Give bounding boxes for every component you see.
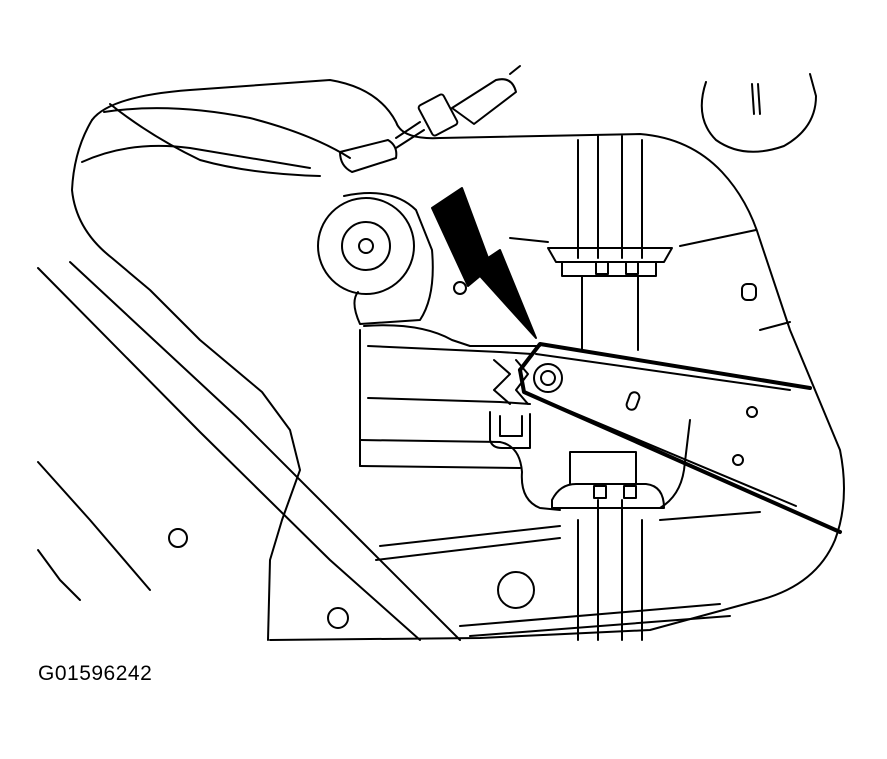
pulley-hub (358, 238, 374, 254)
figure-id-label: G01596242 (38, 662, 153, 685)
regulator-channel-end (659, 419, 691, 509)
regulator-arm-inner (535, 353, 791, 391)
arm-pivot-bolt (533, 363, 563, 393)
rail-slider-lower (551, 483, 665, 509)
rail-slider-lower-body (569, 451, 637, 485)
regulator-arm (518, 342, 812, 390)
regulator-channel-base (359, 465, 521, 469)
regulator-channel (359, 439, 561, 511)
rail-slider-tab (625, 261, 639, 275)
pulley-inner (341, 221, 391, 271)
rail-slider-tab (623, 485, 637, 499)
arm-pivot-bolt-center (540, 370, 556, 386)
rail-slider-tab (593, 485, 607, 499)
regulator-channel (367, 397, 531, 405)
lower-panel-line (375, 537, 561, 561)
panel-contour-lower (109, 103, 321, 177)
retainer-clip-inner (499, 415, 523, 437)
rail-slider-upper (547, 247, 673, 263)
panel-contour-middle (81, 144, 311, 169)
regulator-channel (367, 345, 533, 355)
door-frame-line (37, 461, 151, 591)
rail-slider-upper-body (561, 261, 657, 277)
pulley-bracket (343, 192, 434, 325)
cable-connector (417, 93, 459, 137)
panel-hole (168, 528, 188, 548)
door-frame-line (37, 549, 81, 601)
regulator-channel (363, 324, 541, 347)
door-frame-line (69, 261, 461, 641)
technical-line-drawing (37, 65, 845, 641)
regulator-arm (518, 368, 842, 534)
arm-slot (625, 391, 641, 411)
panel-contour (759, 321, 791, 331)
cable-clip (339, 139, 398, 173)
cable-end (509, 65, 521, 75)
arm-hole (732, 454, 744, 466)
retainer-clip (489, 411, 531, 449)
panel-hole (741, 283, 757, 301)
lower-panel-line (659, 511, 761, 521)
panel-hole (453, 281, 467, 295)
panel-contour (509, 237, 549, 243)
cable (395, 121, 421, 139)
door-inner-panel-outline (91, 79, 845, 641)
arm-hole (746, 406, 758, 418)
lower-panel-line (469, 615, 731, 637)
pulley-outer (317, 197, 415, 295)
cable-sheath (451, 78, 517, 125)
panel-hole (327, 607, 349, 629)
panel-contour-upper (103, 107, 351, 159)
lower-panel-line (459, 603, 721, 627)
access-plug (700, 73, 817, 153)
lower-panel-line (379, 525, 561, 547)
door-frame-line (37, 267, 421, 641)
arrow-icon (431, 187, 537, 339)
regulator-arm-inner (533, 395, 797, 507)
cable-guide (493, 359, 511, 405)
panel-contour (679, 229, 757, 247)
door-panel-left-edge (71, 119, 301, 641)
cable (395, 129, 425, 149)
access-plug-slot (757, 83, 761, 115)
access-plug-slot (751, 83, 755, 115)
panel-hole (497, 571, 535, 609)
rail-slider-tab (595, 261, 609, 275)
